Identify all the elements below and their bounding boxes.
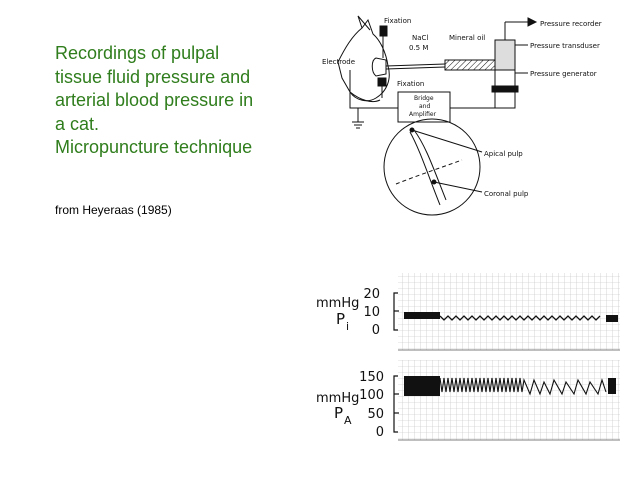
pulp-dashed-boundary bbox=[395, 159, 463, 185]
pi-unit: mmHg bbox=[316, 296, 359, 311]
title-line: arterial blood pressure in bbox=[55, 90, 254, 110]
pa-panel bbox=[393, 360, 620, 441]
electrode-wire bbox=[349, 70, 398, 109]
title-line: a cat. bbox=[55, 113, 100, 134]
pa-subscript: A bbox=[344, 414, 352, 427]
pi-tick-0: 0 bbox=[372, 323, 380, 338]
label-and: and bbox=[419, 103, 430, 110]
pa-trace-block-right bbox=[608, 378, 616, 394]
cat-jaw bbox=[349, 91, 381, 103]
label-molarity: 0.5 M bbox=[409, 44, 428, 52]
pa-tick-100: 100 bbox=[359, 388, 384, 403]
magnified-tooth-circle bbox=[383, 118, 481, 216]
label-pressure-generator: Pressure generator bbox=[530, 70, 597, 78]
pa-tick-0: 0 bbox=[376, 425, 384, 440]
pi-trace-block-right bbox=[606, 315, 618, 322]
label-mineral-oil: Mineral oil bbox=[449, 34, 485, 42]
title-line: Recordings of pulpal bbox=[55, 43, 220, 63]
label-nacl: NaCl bbox=[412, 34, 428, 42]
pa-tick-50: 50 bbox=[367, 407, 384, 422]
title-line: tissue fluid pressure and bbox=[55, 66, 251, 87]
title-line: Micropuncture technique bbox=[55, 137, 253, 157]
pa-tick-150: 150 bbox=[359, 370, 384, 385]
pi-symbol: P bbox=[336, 310, 345, 328]
label-pressure-recorder: Pressure recorder bbox=[540, 20, 602, 28]
root-canal-outline bbox=[409, 131, 441, 206]
tooth-outline bbox=[371, 57, 387, 77]
label-amplifier: Amplifier bbox=[409, 111, 437, 118]
citation: from Heyeraas (1985) bbox=[55, 203, 172, 217]
label-bridge: Bridge bbox=[414, 95, 434, 102]
pa-trace-pulses bbox=[439, 377, 607, 396]
pi-tick-20: 20 bbox=[363, 287, 380, 302]
pi-trace-block-left bbox=[404, 312, 440, 319]
bridge-amplifier-box bbox=[397, 91, 451, 123]
pa-symbol: P bbox=[334, 404, 343, 422]
label-coronal-pulp: Coronal pulp bbox=[484, 190, 529, 198]
cat-ear bbox=[357, 15, 371, 31]
pi-trace-oscillation bbox=[439, 315, 601, 321]
label-fixation-bottom: Fixation bbox=[397, 80, 424, 88]
pa-grid-paper bbox=[398, 360, 620, 440]
pi-panel bbox=[393, 273, 620, 351]
pi-tick-10: 10 bbox=[363, 305, 380, 320]
pi-subscript: i bbox=[346, 320, 349, 333]
slide-title: Recordings of pulpal tissue fluid pressu… bbox=[55, 42, 305, 160]
pa-unit: mmHg bbox=[316, 391, 359, 406]
pi-grid-paper bbox=[398, 273, 620, 350]
label-electrode: Electrode bbox=[322, 58, 355, 66]
pa-trace-block-left bbox=[404, 376, 440, 396]
micropipette bbox=[385, 63, 446, 67]
label-apical-pulp: Apical pulp bbox=[484, 150, 523, 158]
label-pressure-transducer: Pressure transduser bbox=[530, 42, 600, 50]
label-fixation-top: Fixation bbox=[384, 17, 411, 25]
